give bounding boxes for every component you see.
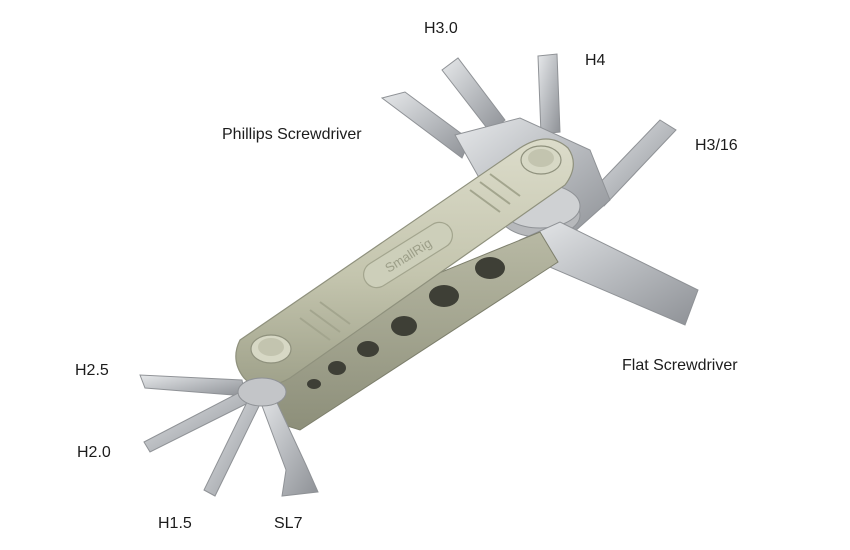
bit-flat-screwdriver	[519, 221, 699, 326]
label-h3-0: H3.0	[424, 20, 458, 37]
bit-h2-5	[139, 374, 246, 397]
steel-plate	[261, 231, 559, 431]
bit-phillips	[380, 91, 471, 159]
screw-cap-bottom	[250, 334, 292, 364]
handle-body: SmallRig	[235, 138, 574, 388]
label-h2-5: H2.5	[75, 362, 109, 379]
screw-cap-top	[520, 145, 562, 175]
bit-h3-0	[441, 57, 506, 133]
label-sl7: SL7	[274, 515, 303, 532]
bottom-hub	[237, 377, 287, 407]
label-flat-screwdriver: Flat Screwdriver	[622, 357, 738, 374]
label-h1-5: H1.5	[158, 515, 192, 532]
label-h2-0: H2.0	[77, 444, 111, 461]
label-phillips-screwdriver: Phillips Screwdriver	[222, 126, 362, 143]
bit-h4	[537, 53, 561, 135]
label-h3-16: H3/16	[695, 137, 738, 154]
label-h4: H4	[585, 52, 606, 69]
